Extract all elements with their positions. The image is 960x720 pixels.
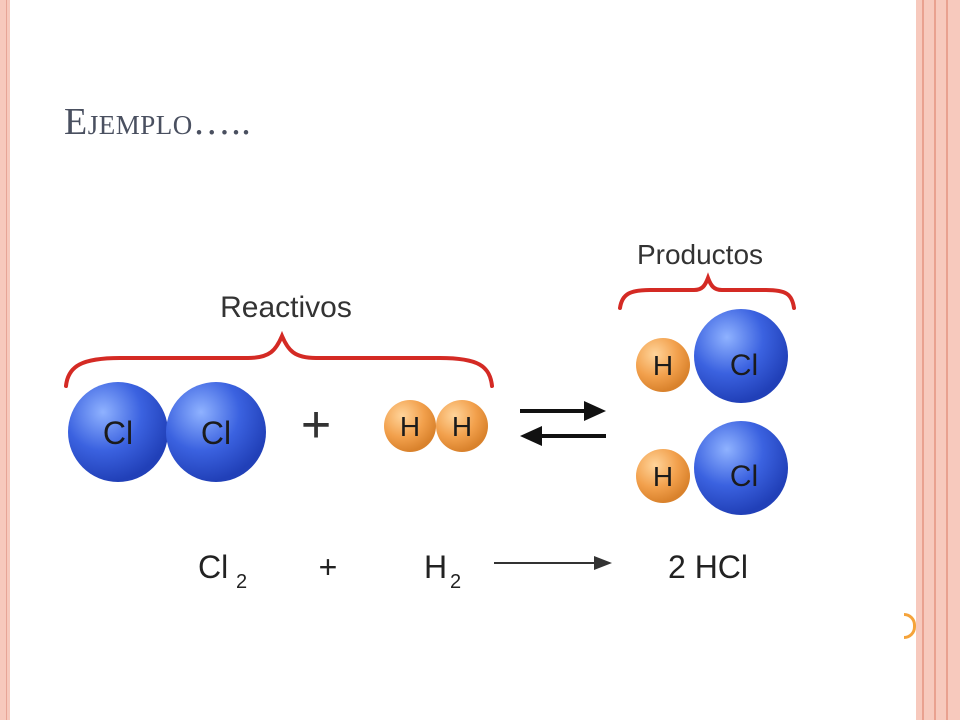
chlorine-atom <box>166 382 266 482</box>
hydrogen-atom <box>436 400 488 452</box>
products-brace <box>618 272 796 310</box>
slide-frame-left <box>0 0 10 720</box>
chlorine-atom <box>694 309 788 403</box>
chlorine-atom <box>68 382 168 482</box>
equation-product: 2 HCl <box>668 549 748 585</box>
cl2-molecule: Cl Cl <box>68 382 266 482</box>
hydrogen-atom <box>384 400 436 452</box>
hcl-molecule: H Cl <box>636 421 788 515</box>
atom-label: H <box>400 411 420 442</box>
h2-molecule: H H <box>384 400 488 452</box>
reactants-brace <box>64 330 494 388</box>
hcl-molecule: H Cl <box>636 309 788 403</box>
atom-label: Cl <box>730 349 758 382</box>
atom-label: H <box>653 461 673 492</box>
chemical-equation: Cl 2 + H 2 2 HCl <box>198 549 748 593</box>
equation-plus: + <box>319 549 338 585</box>
hydrogen-atom <box>636 338 690 392</box>
atom-label: Cl <box>730 460 758 493</box>
equation-cl: Cl <box>198 549 228 585</box>
slide-title: Ejemplo….. <box>64 101 252 143</box>
plus-sign: + <box>301 396 331 454</box>
atom-label: Cl <box>103 415 133 451</box>
chlorine-atom <box>694 421 788 515</box>
reaction-arrow-head <box>594 556 612 570</box>
slide-frame-right <box>916 0 960 720</box>
atom-label: H <box>653 350 673 381</box>
equation-h: H <box>424 549 447 585</box>
atom-label: H <box>452 411 472 442</box>
equilibrium-arrows <box>520 401 606 446</box>
products-label: Productos <box>637 239 763 270</box>
hydrogen-atom <box>636 449 690 503</box>
reactants-label: Reactivos <box>220 291 352 324</box>
equation-cl-subscript: 2 <box>236 571 247 593</box>
atom-label: Cl <box>201 415 231 451</box>
equation-h-subscript: 2 <box>450 571 461 593</box>
